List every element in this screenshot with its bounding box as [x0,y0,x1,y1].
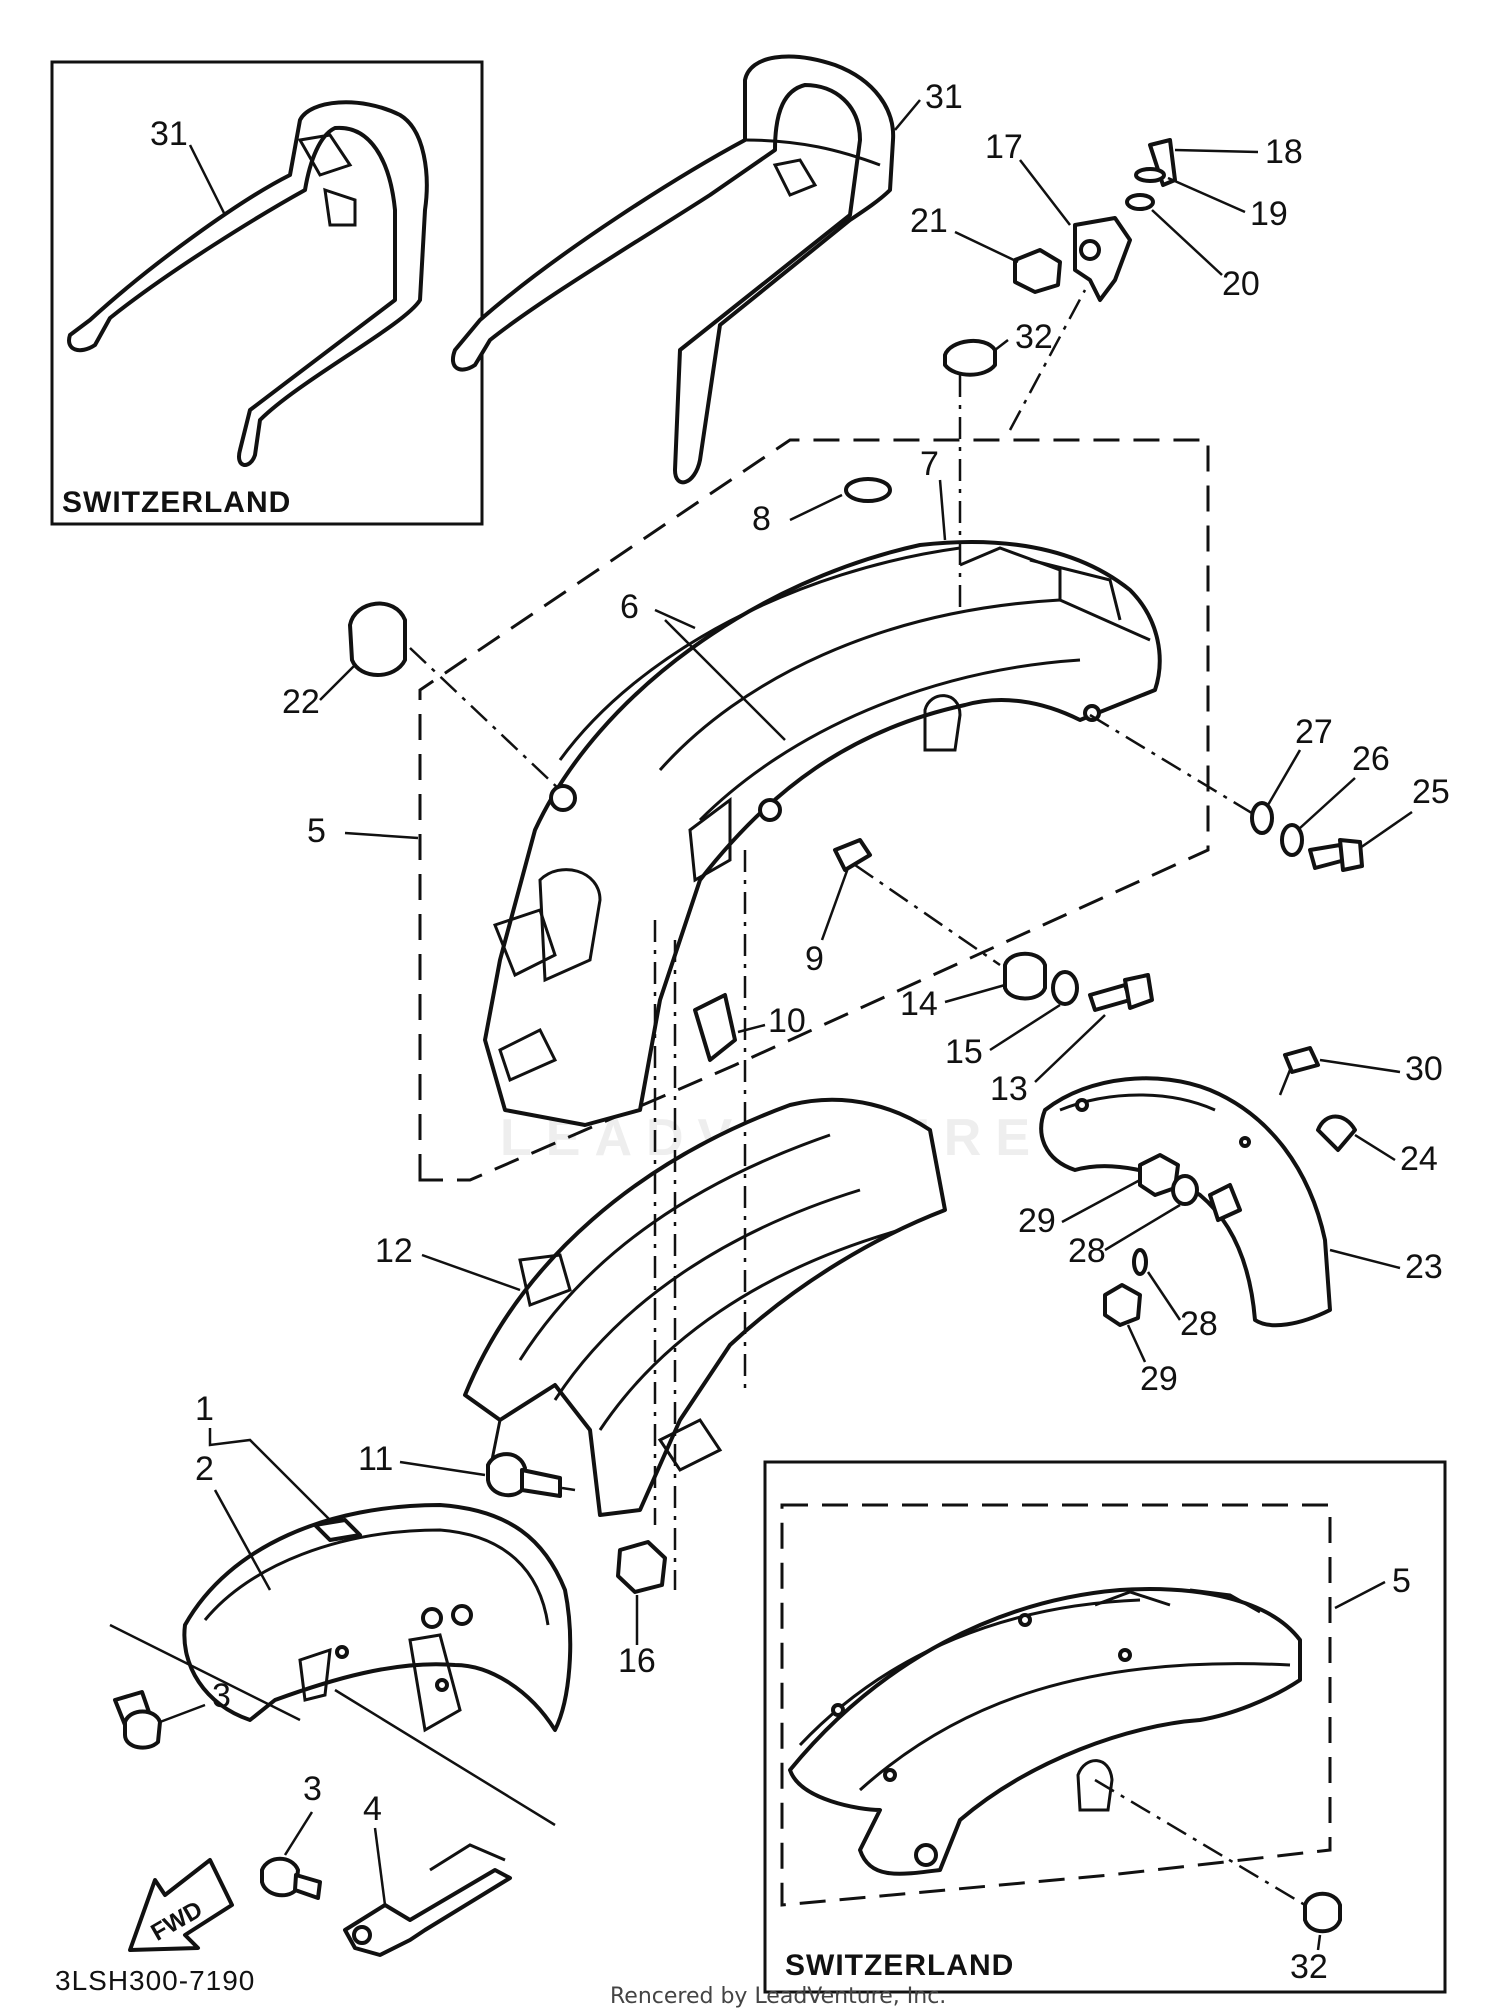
washer-26 [1280,823,1304,857]
callout-9: 9 [805,940,824,978]
fasteners-center: 11 16 [358,1440,667,1680]
callout-24: 24 [1400,1140,1438,1178]
callout-11: 11 [358,1440,393,1478]
fwd-arrow: FWD [128,1858,234,1952]
rear-fender-body [483,540,1162,1127]
inset-switzerland-bottom: 5 32 SWITZERLAND [763,1460,1447,1994]
clip-9 [833,838,872,872]
callout-5: 5 [307,812,326,850]
callout-8: 8 [752,500,771,538]
inset-top-caption: SWITZERLAND [62,486,291,519]
washer-19 [1134,167,1166,183]
bracket-17 [1073,216,1132,302]
callout-16: 16 [618,1642,656,1680]
callout-18: 18 [1265,133,1303,171]
callout-2: 2 [195,1450,214,1488]
backrest-bar [451,54,896,485]
inset-bottom-caption: SWITZERLAND [785,1949,1014,1982]
callout-17: 17 [985,128,1023,166]
footer-credit: Rencered by LeadVenture, Inc. [610,1984,946,2009]
callout-28: 28 [1068,1232,1106,1270]
callout-1: 1 [195,1390,214,1428]
callout-5-inset: 5 [1392,1562,1411,1600]
backrest-bar-inset [67,100,429,467]
inset-switzerland-top: SWITZERLAND 31 [50,60,484,526]
callout-32-top: 32 [1015,318,1053,356]
grommet-22 [348,601,407,677]
callout-13: 13 [990,1070,1028,1108]
washer-27 [1250,801,1274,835]
cap-24 [1316,1114,1357,1152]
inset-group-outline [780,1503,1332,1907]
inset-rear-fender [788,1587,1302,1876]
plug-32-top [943,338,997,377]
callout-6: 6 [620,588,639,626]
callout-21: 21 [910,202,948,240]
inner-fender: 12 [375,1097,947,1517]
front-fender-2 [182,1503,573,1732]
callout-32-inset: 32 [1290,1948,1328,1986]
plate-10 [693,993,737,1062]
cap-nut-21 [1013,248,1062,294]
washer-28b [1132,1248,1148,1276]
callout-19: 19 [1250,195,1288,233]
bolt-3b [260,1856,300,1898]
callout-3: 3 [212,1677,231,1715]
fwd-arrow-shape [128,1858,234,1952]
callout-27: 27 [1295,713,1333,751]
rear-fender: 6 7 8 22 5 9 10 [282,445,1162,1127]
fender-23 [1039,1076,1332,1328]
callout-3-lower: 3 [303,1770,322,1808]
callout-20: 20 [1222,265,1260,303]
front-fender: 1 2 [109,1390,573,1827]
callout-31: 31 [925,78,963,116]
fender-23-assembly: 30 24 29 28 28 29 23 [1018,1046,1443,1398]
washer-28a [1171,1174,1199,1206]
inner-fender-12 [463,1097,947,1517]
callout-23: 23 [1405,1248,1443,1286]
callout-7: 7 [920,445,939,483]
front-fender-hardware: 3 3 4 [113,1677,512,1957]
callout-22: 22 [282,683,320,721]
plug-32-bottom [1303,1891,1342,1934]
callout-25: 25 [1412,773,1450,811]
fender-hardware-right: 13 14 15 27 26 25 [854,713,1450,1108]
collar-14 [1003,951,1047,1001]
callout-14: 14 [900,985,938,1023]
bolt-30 [1283,1046,1320,1074]
nut-29b [1103,1283,1142,1327]
bolt-13 [1088,983,1132,1012]
callout-31-inset: 31 [150,115,188,153]
bolt-11 [486,1452,527,1498]
part-code: 3LSH300-7190 [55,1965,255,1996]
callout-10: 10 [768,1002,806,1040]
callout-26: 26 [1352,740,1390,778]
callout-15: 15 [945,1033,983,1071]
callout-4: 4 [363,1790,382,1828]
washer-15 [1051,970,1079,1006]
callout-30: 30 [1405,1050,1443,1088]
washer-8 [844,477,892,503]
bracket-4 [343,1868,512,1957]
bracket-hardware: 17 18 19 20 21 32 [910,128,1303,377]
washer-20 [1125,193,1155,211]
callout-29: 29 [1018,1202,1056,1240]
callout-28-lower: 28 [1180,1305,1218,1343]
backrest-main: 31 [451,54,963,485]
group-outline-5 [418,438,1210,1182]
callout-29-lower: 29 [1140,1360,1178,1398]
callout-12: 12 [375,1232,413,1270]
nut-16 [616,1540,667,1594]
